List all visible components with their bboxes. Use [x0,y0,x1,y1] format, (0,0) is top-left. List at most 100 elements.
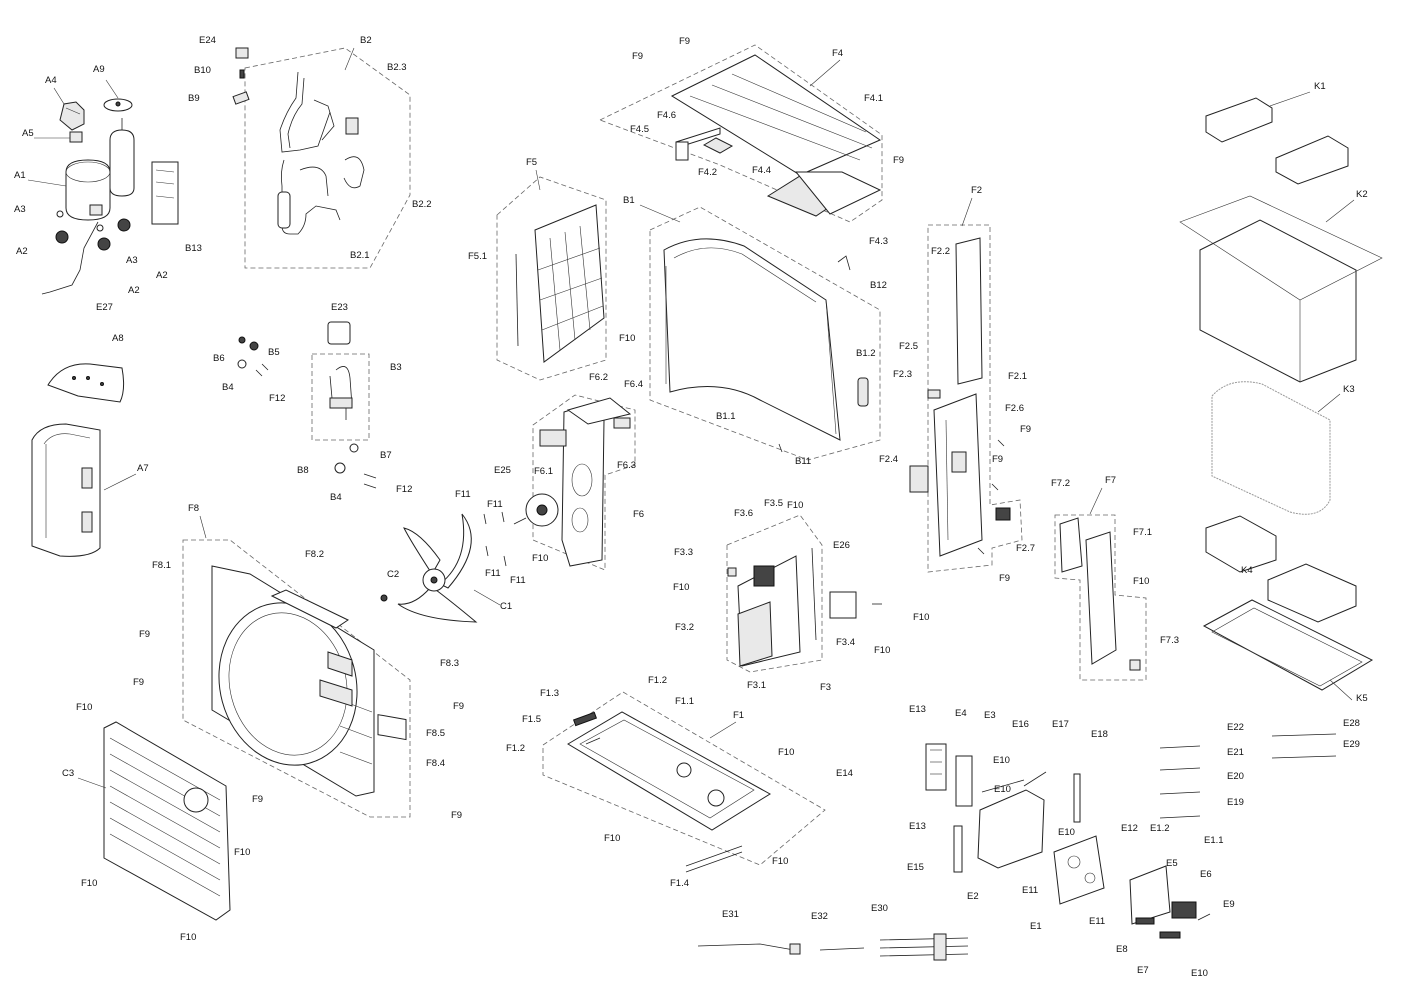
part-callout-label: E12 [1121,823,1138,834]
propeller-fan-c1 [380,511,507,623]
cable-e31 [697,943,795,951]
rubber-grommet-a2-3 [117,218,131,232]
group-outline-f7 [1054,514,1147,681]
nut-c2 [380,594,388,602]
group-outline-f1 [542,691,826,866]
part-callout-label: E28 [1343,718,1360,729]
cable-e30 [879,937,969,957]
part-callout-label: F10 [874,645,890,656]
pad-k1-upper [1205,97,1273,143]
part-callout-label: F7.1 [1133,527,1152,538]
part-callout-label: F9 [451,810,462,821]
part-callout-label: E10 [1058,827,1075,838]
motor-support-f6 [513,397,632,567]
rod-f5-1 [515,253,519,347]
part-callout-label: F10 [787,500,803,511]
base-pan-f1-1 [567,711,771,831]
electrical-assembly [697,733,1337,961]
part-callout-label: E24 [199,35,216,46]
fan-blade-1 [403,527,441,575]
part-callout-label: F8 [188,503,199,514]
part-callout-label: B1 [623,195,635,206]
part-callout-label: F5 [526,157,537,168]
handle-f3-6 [753,565,775,587]
part-callout-label: F4.1 [864,93,883,104]
pad-k1-lower [1275,135,1349,185]
strip-e18 [1073,773,1081,823]
strip-f8-2 [270,589,350,629]
fan-blade-2 [439,513,472,589]
part-callout-label: F6.4 [624,379,643,390]
part-callout-label: F10 [234,847,250,858]
part-callout-label: F11 [485,568,501,579]
part-callout-label: E32 [811,911,828,922]
group-outline-b1 [649,206,881,461]
terminal-e6 [1171,901,1197,919]
part-callout-label: F6.1 [534,466,553,477]
part-callout-label: E16 [1012,719,1029,730]
part-callout-label: F10 [180,932,196,943]
nut-b4-2 [334,462,346,474]
part-callout-label: K2 [1356,189,1368,200]
part-callout-label: F9 [252,794,263,805]
part-callout-label: E10 [993,755,1010,766]
part-callout-label: E17 [1052,719,1069,730]
panel-f7 [1059,517,1141,671]
part-callout-label: E11 [1089,916,1105,927]
part-callout-label: E3 [984,710,996,721]
part-callout-label: F10 [76,702,92,713]
bracket-e3 [955,755,973,807]
label-f8-4 [319,679,353,707]
part-callout-label: E9 [1223,899,1235,910]
part-callout-label: E2 [967,891,979,902]
front-grille-c3 [103,721,231,921]
part-callout-label: F7.3 [1160,635,1179,646]
leader-lines [27,47,1355,789]
terminal-block-a5 [69,131,83,143]
part-callout-label: A2 [156,270,168,281]
part-callout-label: B6 [213,353,225,364]
part-callout-label: E30 [871,903,888,914]
part-callout-label: F1.5 [522,714,541,725]
group-outline-f5 [496,176,607,381]
part-callout-label: F1.2 [506,743,525,754]
part-callout-label: E4 [955,708,967,719]
part-callout-label: A5 [22,128,34,139]
part-callout-label: E26 [833,540,850,551]
part-callout-label: A9 [93,64,105,75]
sensor-b1-2 [857,377,869,407]
part-callout-label: F3 [820,682,831,693]
part-callout-label: E23 [331,302,348,313]
part-callout-label: B11 [795,456,811,467]
insulation-jacket-a7 [31,423,101,557]
nameplate-f8-5 [327,651,353,677]
group-outline-b2 [244,47,411,269]
bracket-f4-5 [675,141,689,161]
group-outline-b3 [311,353,370,441]
part-callout-label: F10 [532,553,548,564]
part-callout-label: F9 [632,51,643,62]
part-callout-label: E31 [722,909,739,920]
part-callout-label: F3.6 [734,508,753,519]
part-callout-label: F4.3 [869,236,888,247]
bracket-f6-1 [539,429,567,447]
part-callout-label: A3 [14,204,26,215]
solenoid-coil-e23 [327,321,351,345]
motor-bracket-f6 [561,403,605,567]
pad-f2-4 [909,465,929,493]
part-callout-label: F1.3 [540,688,559,699]
part-callout-label: F2.7 [1016,543,1035,554]
part-callout-label: B2.1 [350,250,370,261]
piping-assembly-b2 [232,47,365,235]
part-callout-label: F10 [913,612,929,623]
part-callout-label: A3 [126,255,138,266]
rubber-grommet-a2-2 [97,237,111,251]
part-callout-label: E7 [1137,965,1149,976]
compressor-connector [89,204,103,216]
part-callout-label: B9 [188,93,200,104]
part-callout-label: F7 [1105,475,1116,486]
part-callout-label: A1 [14,170,26,181]
part-callout-label: B4 [222,382,234,393]
cable-e32 [819,947,865,951]
